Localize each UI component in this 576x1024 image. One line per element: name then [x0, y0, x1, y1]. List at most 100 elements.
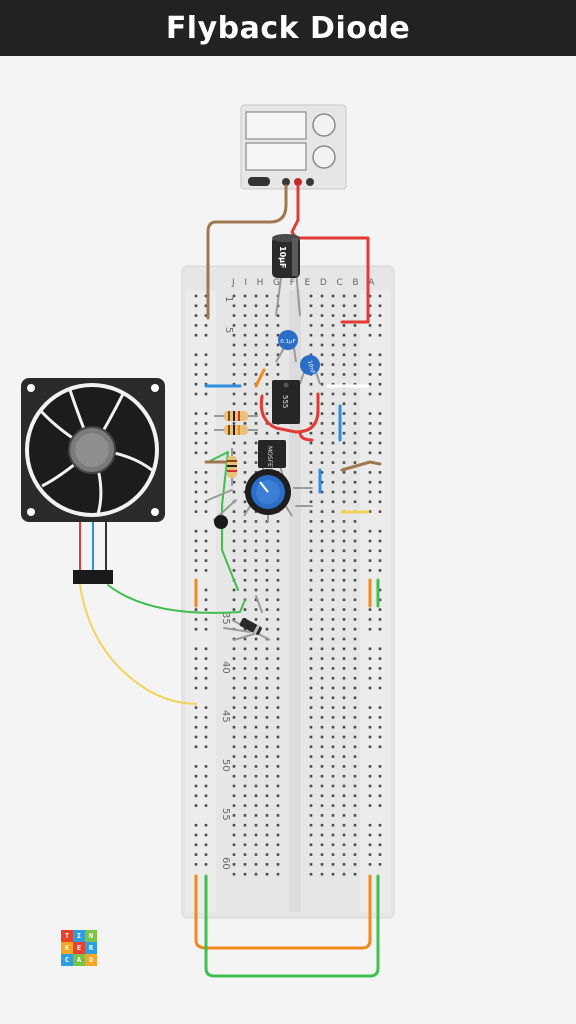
wire-green-bottom[interactable]	[204, 874, 380, 978]
breadboard-hole[interactable]	[254, 667, 258, 670]
breadboard-hole[interactable]	[243, 765, 247, 768]
breadboard-hole[interactable]	[254, 451, 258, 455]
breadboard-hole[interactable]	[331, 765, 335, 768]
voltage-knob[interactable]	[312, 113, 336, 137]
breadboard-hole[interactable]	[204, 735, 208, 739]
breadboard-hole[interactable]	[309, 382, 313, 386]
breadboard-hole[interactable]	[368, 608, 372, 611]
breadboard-hole[interactable]	[254, 755, 258, 758]
breadboard-hole[interactable]	[243, 853, 247, 856]
breadboard-hole[interactable]	[309, 353, 313, 357]
breadboard-hole[interactable]	[309, 480, 313, 484]
breadboard-hole[interactable]	[378, 382, 382, 386]
breadboard-hole[interactable]	[378, 843, 382, 847]
breadboard-hole[interactable]	[254, 588, 258, 592]
breadboard-hole[interactable]	[331, 451, 335, 455]
breadboard-hole[interactable]	[378, 853, 382, 856]
breadboard-hole[interactable]	[194, 706, 198, 709]
breadboard-hole[interactable]	[342, 324, 346, 327]
breadboard-hole[interactable]	[204, 676, 208, 680]
breadboard-hole[interactable]	[243, 569, 247, 572]
breadboard-hole[interactable]	[342, 696, 346, 700]
breadboard-hole[interactable]	[378, 559, 382, 562]
breadboard-hole[interactable]	[353, 314, 357, 317]
breadboard-hole[interactable]	[204, 549, 208, 553]
breadboard-hole[interactable]	[342, 529, 346, 533]
breadboard-hole[interactable]	[276, 774, 280, 778]
breadboard-hole[interactable]	[309, 431, 313, 435]
breadboard-hole[interactable]	[243, 294, 247, 298]
jumper-orange-1[interactable]	[254, 368, 266, 388]
breadboard-hole[interactable]	[342, 765, 346, 768]
breadboard-hole[interactable]	[254, 745, 258, 749]
breadboard-hole[interactable]	[276, 833, 280, 837]
breadboard-hole[interactable]	[232, 696, 236, 700]
breadboard-hole[interactable]	[243, 314, 247, 317]
breadboard-hole[interactable]	[331, 363, 335, 366]
breadboard-hole[interactable]	[243, 549, 247, 553]
breadboard-hole[interactable]	[342, 608, 346, 611]
breadboard-hole[interactable]	[204, 441, 208, 445]
breadboard-hole[interactable]	[204, 373, 208, 376]
breadboard-hole[interactable]	[204, 765, 208, 768]
breadboard-hole[interactable]	[204, 667, 208, 670]
resistor-3[interactable]	[227, 448, 237, 486]
breadboard-hole[interactable]	[276, 618, 280, 621]
breadboard-hole[interactable]	[309, 618, 313, 621]
breadboard-hole[interactable]	[309, 510, 313, 513]
breadboard-hole[interactable]	[342, 490, 346, 494]
breadboard-hole[interactable]	[276, 814, 280, 817]
wire-green-mosfet[interactable]	[207, 451, 239, 591]
breadboard-hole[interactable]	[320, 588, 324, 592]
breadboard-hole[interactable]	[368, 863, 372, 866]
breadboard-hole[interactable]	[232, 569, 236, 572]
breadboard-hole[interactable]	[243, 343, 247, 347]
ceramic-capacitor-1[interactable]: 0.1µF	[275, 330, 298, 363]
breadboard-hole[interactable]	[353, 559, 357, 562]
breadboard-hole[interactable]	[265, 529, 269, 533]
breadboard-hole[interactable]	[309, 627, 313, 631]
breadboard-hole[interactable]	[194, 559, 198, 562]
breadboard-hole[interactable]	[368, 422, 372, 425]
breadboard-hole[interactable]	[204, 725, 208, 729]
breadboard-hole[interactable]	[265, 539, 269, 543]
breadboard-hole[interactable]	[276, 696, 280, 700]
breadboard-hole[interactable]	[342, 353, 346, 357]
breadboard-hole[interactable]	[342, 314, 346, 317]
breadboard-hole[interactable]	[331, 471, 335, 474]
breadboard-hole[interactable]	[353, 529, 357, 533]
breadboard-hole[interactable]	[353, 647, 357, 651]
breadboard-hole[interactable]	[320, 529, 324, 533]
breadboard-hole[interactable]	[254, 716, 258, 719]
breadboard-hole[interactable]	[378, 863, 382, 866]
breadboard-hole[interactable]	[378, 774, 382, 778]
breadboard-hole[interactable]	[320, 382, 324, 386]
breadboard-hole[interactable]	[276, 559, 280, 562]
breadboard-hole[interactable]	[353, 872, 357, 876]
breadboard-hole[interactable]	[378, 725, 382, 729]
breadboard-hole[interactable]	[342, 804, 346, 807]
breadboard-hole[interactable]	[265, 569, 269, 572]
breadboard-hole[interactable]	[276, 333, 280, 337]
breadboard-hole[interactable]	[194, 725, 198, 729]
breadboard-hole[interactable]	[254, 412, 258, 415]
breadboard-hole[interactable]	[232, 520, 236, 523]
breadboard-hole[interactable]	[265, 608, 269, 611]
breadboard-hole[interactable]	[378, 833, 382, 837]
breadboard-hole[interactable]	[331, 804, 335, 807]
breadboard-hole[interactable]	[265, 412, 269, 415]
breadboard-hole[interactable]	[309, 559, 313, 562]
breadboard-hole[interactable]	[204, 647, 208, 651]
breadboard-hole[interactable]	[254, 392, 258, 396]
breadboard-hole[interactable]	[342, 774, 346, 778]
breadboard-hole[interactable]	[309, 872, 313, 876]
breadboard-hole[interactable]	[331, 784, 335, 788]
breadboard-hole[interactable]	[194, 647, 198, 651]
breadboard-hole[interactable]	[353, 490, 357, 494]
breadboard-hole[interactable]	[254, 618, 258, 621]
breadboard-hole[interactable]	[331, 745, 335, 749]
breadboard-hole[interactable]	[254, 853, 258, 856]
breadboard-hole[interactable]	[232, 314, 236, 317]
breadboard-hole[interactable]	[309, 343, 313, 347]
breadboard-hole[interactable]	[243, 774, 247, 778]
